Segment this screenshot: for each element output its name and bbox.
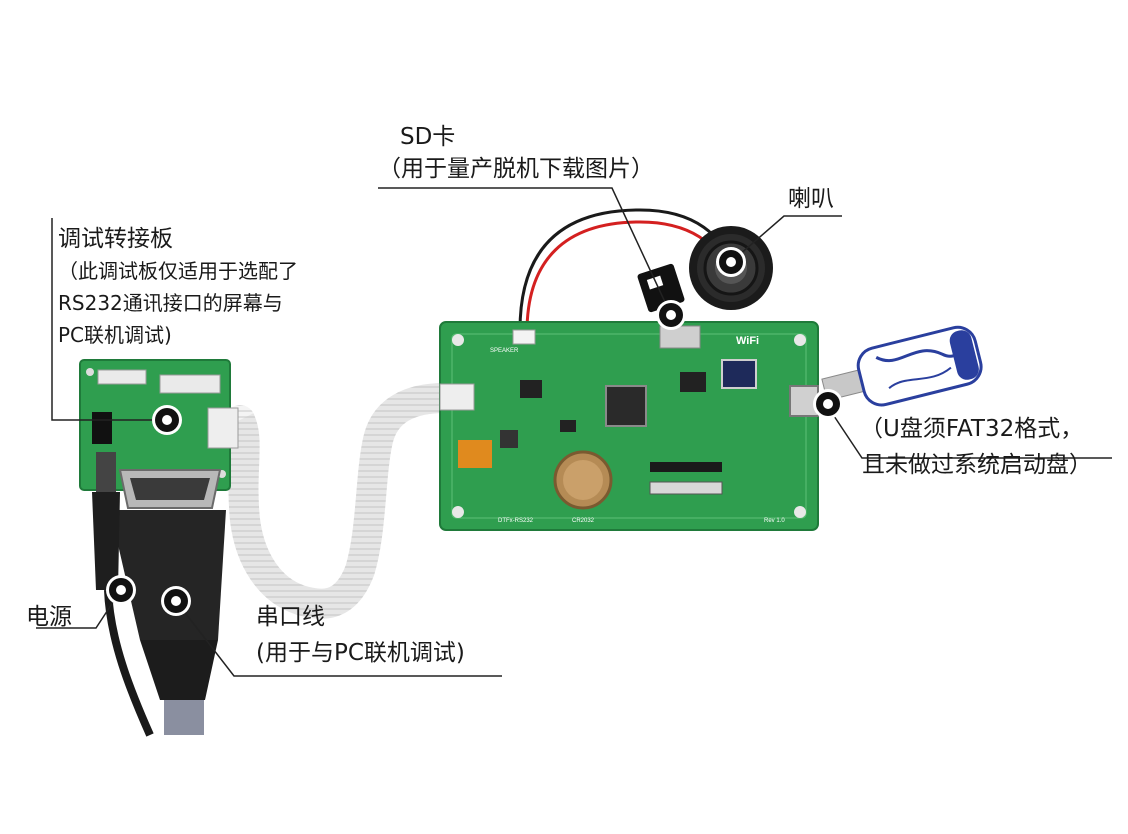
db9-connector	[110, 469, 226, 735]
leader-debug	[51, 218, 167, 421]
marker-sd	[656, 300, 686, 330]
silk-wifi: WiFi	[736, 335, 759, 347]
debug-board-title: 调试转接板	[58, 226, 173, 252]
usb-drive-line-1: （U盘须FAT32格式，	[860, 416, 1084, 442]
silk-rs232: DTFx-RS232	[498, 518, 534, 524]
silk-speaker: SPEAKER	[490, 348, 519, 354]
serial-cable-title: 串口线	[256, 604, 325, 630]
usb-drive-line-2: 且未做过系统启动盘）	[862, 452, 1092, 478]
silk-rev: Rev 1.0	[764, 518, 785, 524]
callout-markers	[106, 247, 843, 616]
marker-speaker	[716, 247, 746, 277]
ribbon-cable	[225, 383, 460, 619]
leader-lines	[36, 187, 1112, 677]
marker-debug	[152, 405, 182, 435]
debug-board-line-3: PC联机调试)	[58, 323, 172, 347]
debug-board-line-2: RS232通讯接口的屏幕与	[58, 291, 283, 315]
sd-card-title: SD卡	[400, 124, 456, 150]
leader-usb	[825, 403, 1112, 459]
sd-card-note: （用于量产脱机下载图片）	[378, 156, 654, 182]
silk-rtc: CR2032	[572, 518, 595, 524]
serial-cable-note: (用于与PC联机调试)	[256, 640, 465, 666]
main-pcb: WiFi SPEAKER CR2032 Rev 1.0 DTFx-RS232	[439, 321, 819, 531]
usb-drive	[821, 325, 983, 407]
leader-serial	[175, 600, 502, 677]
marker-serial	[161, 586, 191, 616]
leader-sd	[378, 187, 672, 316]
marker-power	[106, 575, 136, 605]
marker-usb	[813, 389, 843, 419]
leader-speaker	[730, 215, 842, 263]
leader-power	[36, 589, 122, 629]
debug-board-line-1: （此调试板仅适用于选配了	[58, 259, 298, 283]
speaker-title: 喇叭	[788, 186, 834, 212]
sd-card	[637, 263, 685, 313]
power-title: 电源	[26, 604, 72, 630]
